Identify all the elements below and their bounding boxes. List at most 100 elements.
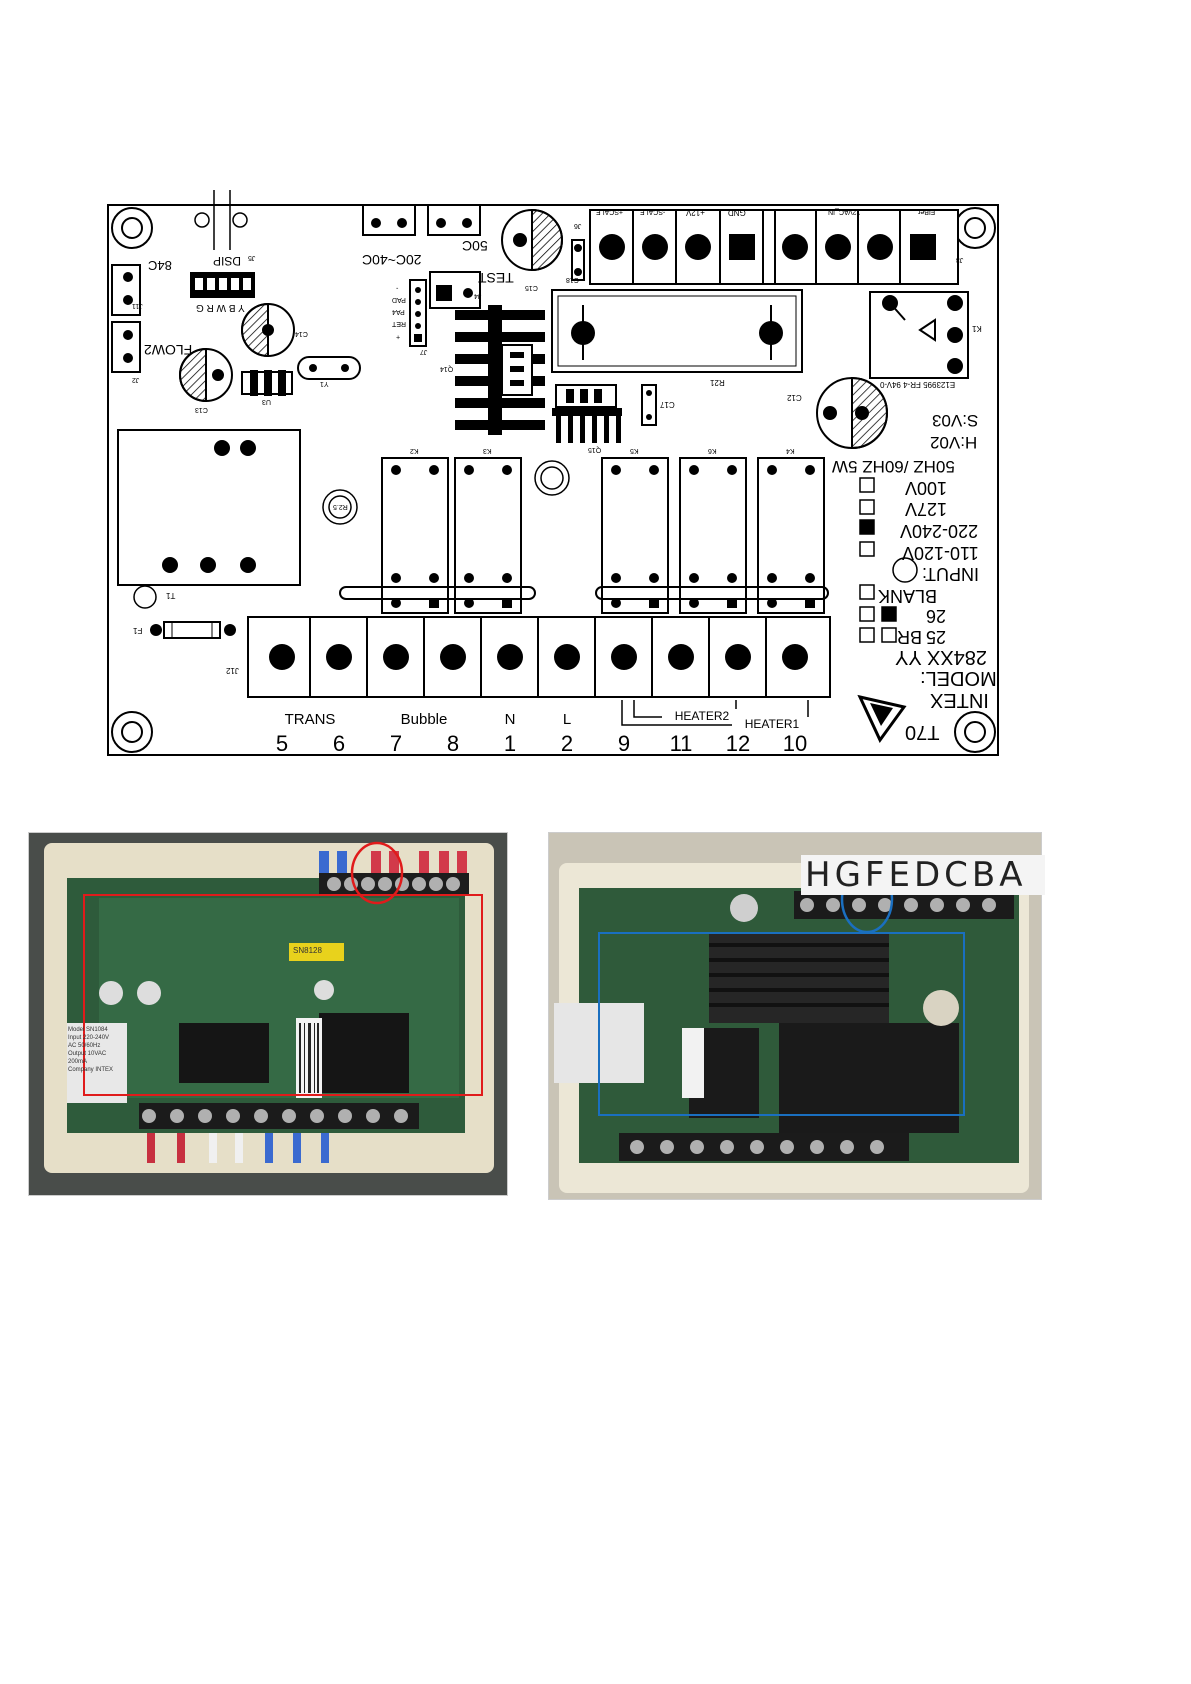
label-opt25: 25 xyxy=(926,627,947,647)
terminal-number-8: 8 xyxy=(446,731,460,756)
label-j3-pin-6: +SCALE xyxy=(596,208,624,215)
label-ywrg: Y B W R G xyxy=(196,302,245,313)
label-220v: 220-240V xyxy=(900,521,979,541)
label-bubble: Bubble xyxy=(400,711,448,728)
label-j8-range: 20C~40C xyxy=(362,252,422,268)
pcb-schematic xyxy=(107,190,999,756)
relay-k1 xyxy=(869,291,969,379)
label-trans: TRANS xyxy=(284,711,336,728)
label-n: N xyxy=(504,711,516,728)
terminal-number-2: 2 xyxy=(560,731,574,756)
j8-j9 xyxy=(362,204,481,236)
label-intex: INTEX xyxy=(930,689,989,711)
label-j3-pin-3: GND xyxy=(728,208,746,217)
label-t70: T70 xyxy=(905,721,940,743)
label-j12: J12 xyxy=(226,666,239,675)
label-j6: J6 xyxy=(574,222,582,229)
label-hz: 50HZ /60HZ 5W xyxy=(832,457,955,476)
terminal-number-6: 6 xyxy=(332,731,346,756)
relay-pins xyxy=(391,465,815,608)
photo-left-illustration xyxy=(29,833,507,1195)
label-j7-pin-1: - xyxy=(396,284,399,291)
terminal-number-1: 1 xyxy=(503,731,517,756)
terminal-number-11: 11 xyxy=(669,731,693,756)
r25-circles xyxy=(322,460,918,583)
heatsink-q14 xyxy=(455,305,545,435)
label-u3: U3 xyxy=(262,398,271,405)
label-127v: 127V xyxy=(905,499,948,519)
label-c17: C17 xyxy=(660,400,675,409)
label-110v: 110-120V xyxy=(902,543,979,563)
label-k5: K5 xyxy=(630,447,639,454)
label-c14: C14 xyxy=(295,330,308,337)
label-50c: 50C xyxy=(462,238,488,254)
label-j7-pin-5: + xyxy=(396,333,401,340)
label-k3: K3 xyxy=(483,447,492,454)
terminal-number-10: 10 xyxy=(782,731,808,756)
photo-left-transformer-label: Model SN1084 Input 220-240V AC 50/60Hz O… xyxy=(68,1027,114,1073)
c15-c18 xyxy=(501,208,585,281)
label-q15: Q15 xyxy=(588,446,602,453)
label-dsip: DSIP xyxy=(213,254,242,268)
j4-test xyxy=(429,271,481,309)
capacitors-left xyxy=(179,302,295,403)
transformer-t1 xyxy=(117,429,301,609)
label-t1: T1 xyxy=(166,591,176,600)
label-j7-pin-2: PAD xyxy=(392,296,406,303)
label-r25: R2.5 xyxy=(333,503,348,510)
photo-right-letter-strip: HGFEDCBA xyxy=(801,855,1045,895)
label-j3-pin-2: 12VAC_IN xyxy=(828,208,861,215)
label-opt-br: BR xyxy=(897,627,923,647)
label-j7-pin-3: PA4 xyxy=(392,308,405,315)
label-j2: J2 xyxy=(132,376,140,383)
label-j4: J4 xyxy=(474,292,482,299)
label-model: MODEL: xyxy=(920,667,997,689)
u3-y1 xyxy=(241,356,361,396)
label-j3-pin-1: FIBer xyxy=(918,208,936,215)
fuse-f1 xyxy=(150,621,236,639)
label-j3-pin-4: +12V xyxy=(686,208,705,217)
label-c13: C13 xyxy=(195,406,208,413)
label-k4: K4 xyxy=(786,447,795,454)
label-j3: J3 xyxy=(956,256,964,263)
label-input: INPUT: xyxy=(922,564,980,584)
label-j11: J11 xyxy=(132,302,143,309)
label-heater1: HEATER1 xyxy=(732,717,812,731)
label-j5: J5 xyxy=(248,254,256,261)
label-blank: BLANK xyxy=(878,586,938,606)
label-flow2: FLOW2 xyxy=(144,342,193,358)
j11-j2-connectors xyxy=(111,264,141,373)
label-k2: K2 xyxy=(410,447,419,454)
label-heater2: HEATER2 xyxy=(662,709,742,723)
j5-header xyxy=(190,190,255,298)
label-l: L xyxy=(562,711,572,728)
label-test: TEST xyxy=(478,270,514,286)
terminal-number-12: 12 xyxy=(725,731,751,756)
label-hw: H:V02 xyxy=(930,433,978,452)
label-q14: Q14 xyxy=(440,365,454,372)
label-cert: E123995 FR-4 94V-0 xyxy=(880,380,956,389)
label-c18: C18 xyxy=(566,276,579,283)
capacitor-c12 xyxy=(816,376,888,450)
label-c12: C12 xyxy=(787,393,802,402)
label-sw: S:V03 xyxy=(932,411,979,430)
label-k6: K6 xyxy=(708,447,717,454)
label-c15: C15 xyxy=(525,284,538,291)
mounting-holes xyxy=(111,207,996,753)
photo-board-left: SN8128 Model SN1084 Input 220-240V AC 50… xyxy=(28,832,508,1196)
label-f1: F1 xyxy=(133,626,143,635)
photo-left-chip-label: SN8128 xyxy=(293,946,322,955)
terminal-number-7: 7 xyxy=(389,731,403,756)
heatsink-q15 xyxy=(552,384,657,443)
j3-terminals xyxy=(599,210,936,284)
label-84c: 84C xyxy=(148,258,172,273)
terminal-number-5: 5 xyxy=(275,731,289,756)
label-100v: 100V xyxy=(905,478,948,498)
label-y1: Y1 xyxy=(320,380,329,387)
label-j3-pin-5: -SCALE xyxy=(640,208,666,215)
j7-header xyxy=(409,279,427,347)
intex-logo xyxy=(857,694,907,743)
resistor-r21 xyxy=(551,289,803,373)
label-model-no: 284XX YY xyxy=(895,646,987,668)
label-opt26: 26 xyxy=(926,606,947,626)
